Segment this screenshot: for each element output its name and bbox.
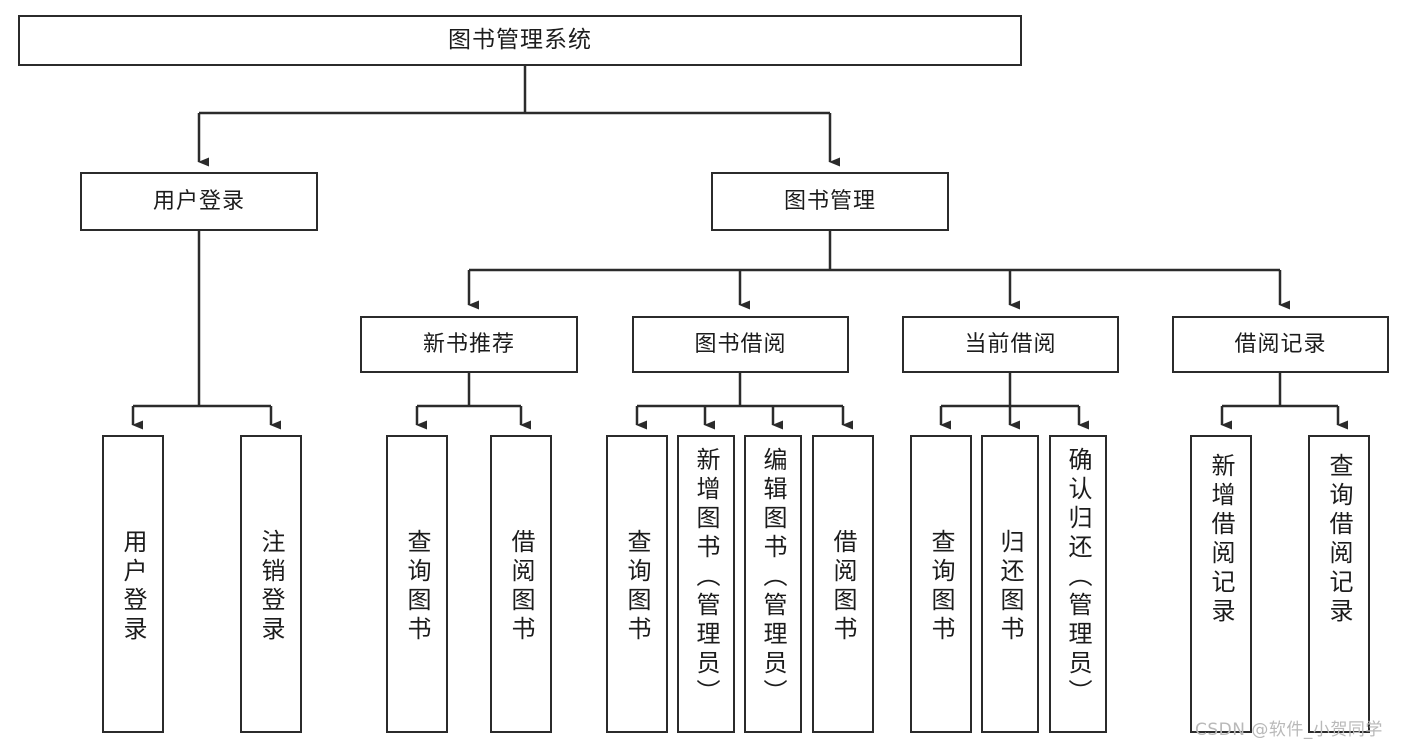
leaf-record-query-record[interactable]: 查询借阅记录: [1308, 435, 1370, 733]
node-label: 借阅图书: [507, 529, 535, 645]
node-label: 借阅记录: [1234, 331, 1327, 357]
node-new-book-recommend[interactable]: 新书推荐: [360, 316, 578, 373]
leaf-current-return-book[interactable]: 归还图书: [981, 435, 1039, 733]
node-user-login[interactable]: 用户登录: [80, 172, 318, 231]
node-current-borrow[interactable]: 当前借阅: [902, 316, 1119, 373]
leaf-current-query-book[interactable]: 查询图书: [910, 435, 972, 733]
node-label: 注销登录: [257, 529, 285, 645]
node-label: 查询图书: [403, 529, 431, 645]
node-label: 确认归还（管理员）: [1064, 447, 1092, 708]
node-label: 当前借阅: [964, 331, 1057, 357]
node-label: 编辑图书（管理员）: [759, 447, 787, 708]
leaf-new-book-query-book[interactable]: 查询图书: [386, 435, 448, 733]
leaf-borrow-borrow-book[interactable]: 借阅图书: [812, 435, 874, 733]
node-label: 图书借阅: [694, 331, 787, 357]
leaf-borrow-add-book-admin[interactable]: 新增图书（管理员）: [677, 435, 735, 733]
node-label: 新书推荐: [422, 331, 515, 357]
node-label: 归还图书: [996, 529, 1024, 645]
node-book-borrow[interactable]: 图书借阅: [632, 316, 849, 373]
node-label: 图书管理: [783, 188, 876, 214]
leaf-new-book-borrow-book[interactable]: 借阅图书: [490, 435, 552, 733]
node-label: 图书管理系统: [448, 27, 592, 54]
leaf-record-add-record[interactable]: 新增借阅记录: [1190, 435, 1252, 733]
leaf-user-login-logout[interactable]: 注销登录: [240, 435, 302, 733]
node-label: 查询借阅记录: [1325, 453, 1353, 627]
node-borrow-record[interactable]: 借阅记录: [1172, 316, 1389, 373]
node-label: 查询图书: [927, 529, 955, 645]
node-label: 查询图书: [623, 529, 651, 645]
csdn-watermark: CSDN @软件_小贺同学: [1195, 720, 1383, 740]
leaf-user-login-login[interactable]: 用户登录: [102, 435, 164, 733]
node-label: 用户登录: [152, 188, 245, 214]
node-book-management[interactable]: 图书管理: [711, 172, 949, 231]
leaf-borrow-edit-book-admin[interactable]: 编辑图书（管理员）: [744, 435, 802, 733]
node-root-system[interactable]: 图书管理系统: [18, 15, 1022, 66]
node-label: 新增借阅记录: [1207, 453, 1235, 627]
node-label: 用户登录: [119, 529, 147, 645]
node-label: 新增图书（管理员）: [692, 447, 720, 708]
node-label: 借阅图书: [829, 529, 857, 645]
leaf-borrow-query-book[interactable]: 查询图书: [606, 435, 668, 733]
leaf-current-confirm-return-admin[interactable]: 确认归还（管理员）: [1049, 435, 1107, 733]
